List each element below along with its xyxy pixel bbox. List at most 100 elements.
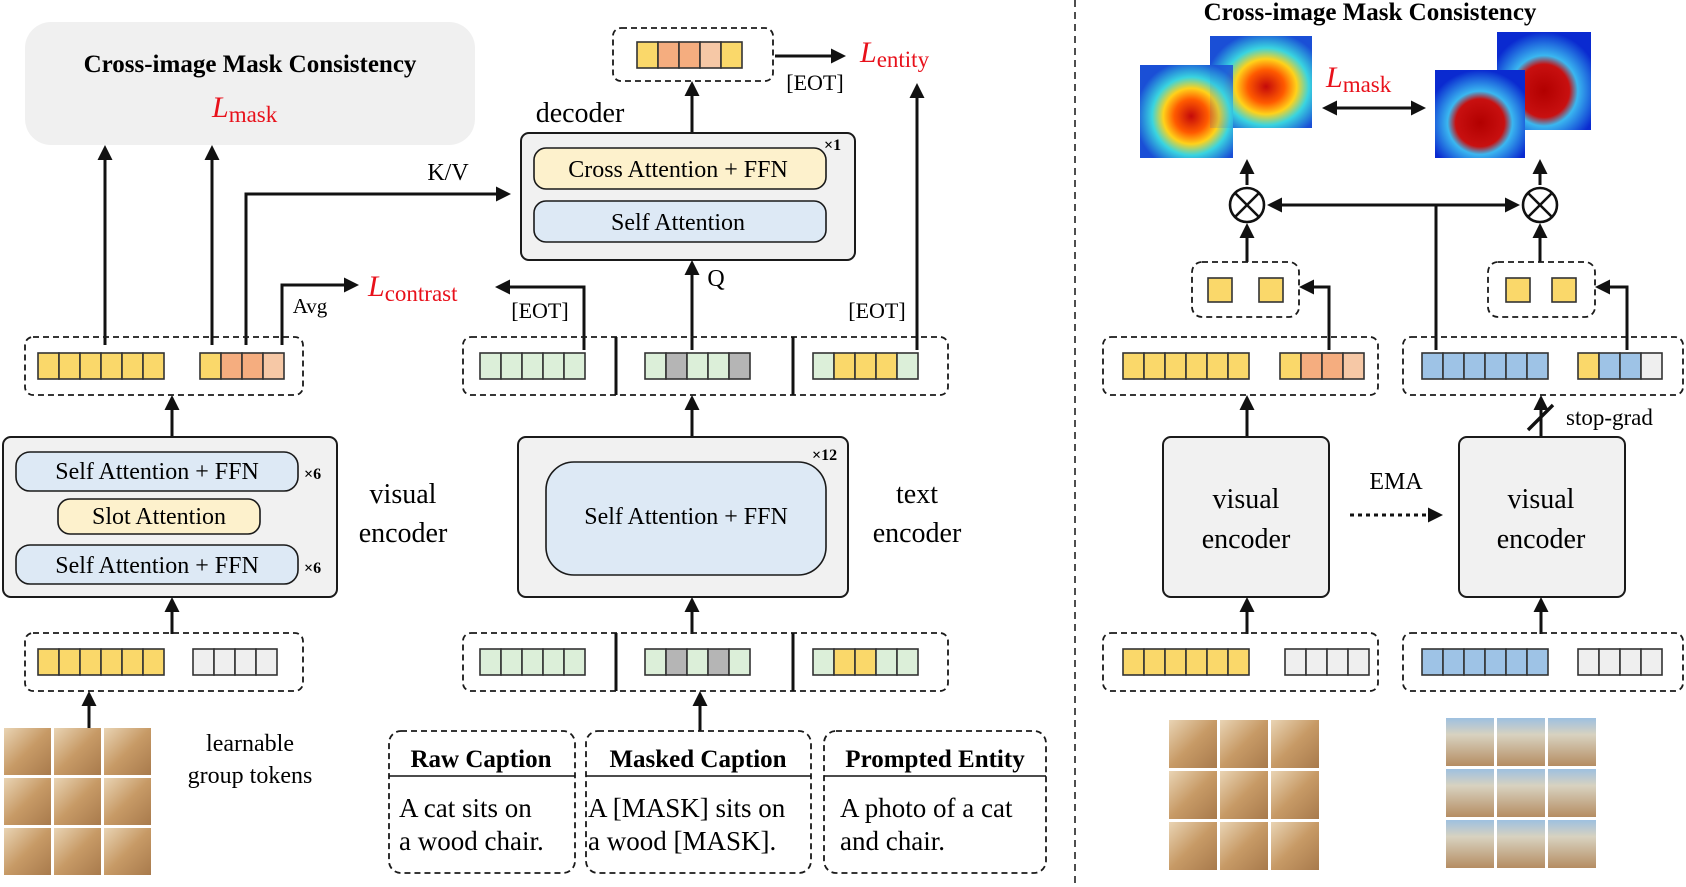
- token: [262, 352, 285, 380]
- image-patch: [1271, 771, 1319, 819]
- token: [644, 352, 667, 380]
- token: [1164, 352, 1187, 380]
- ve-self-attn-top-label: Self Attention + FFN: [55, 459, 259, 485]
- token: [1206, 352, 1229, 380]
- token: [699, 41, 722, 69]
- token: [896, 648, 919, 676]
- token: [563, 648, 586, 676]
- token: [142, 352, 165, 380]
- ve-self-attn-bot: [15, 544, 299, 585]
- caption-prompted-line1: A photo of a cat: [840, 793, 1013, 823]
- visual-encoder-label-1: visual: [370, 479, 437, 510]
- token: [500, 352, 523, 380]
- right-student-input-tokens: [1102, 632, 1379, 692]
- text-input-tokens: [479, 648, 919, 676]
- token: [1342, 352, 1365, 380]
- visual-output-tokens: [37, 352, 285, 380]
- token: [542, 648, 565, 676]
- token: [707, 352, 730, 380]
- token: [542, 352, 565, 380]
- token: [1505, 648, 1528, 676]
- token: [1463, 352, 1486, 380]
- token: [1305, 648, 1328, 676]
- ve-self-attn-top: [15, 451, 299, 492]
- image-patch: [1220, 720, 1268, 768]
- token: [1619, 352, 1642, 380]
- image-patch: [4, 828, 51, 875]
- token: [896, 352, 919, 380]
- right-encoder-right-label-2: encoder: [1497, 524, 1586, 555]
- token: [720, 41, 743, 69]
- avg-label: Avg: [293, 294, 328, 318]
- token: [854, 352, 877, 380]
- token: [875, 648, 898, 676]
- text-encoder-block-label: Self Attention + FFN: [584, 504, 788, 530]
- image-patch: [104, 728, 151, 775]
- image-patch: [1446, 820, 1494, 868]
- token: [1164, 648, 1187, 676]
- token: [79, 352, 102, 380]
- caption-masked-line1: A [MASK] sits on: [588, 793, 786, 823]
- loss-mask-right: Lmask: [1325, 61, 1392, 97]
- visual-input-tokens: [37, 648, 278, 676]
- text-output-tokens: [479, 352, 919, 380]
- image-patch: [104, 778, 151, 825]
- token: [1347, 648, 1370, 676]
- token: [665, 352, 688, 380]
- text-encoder-repeat: ×12: [812, 447, 837, 464]
- decoder-label: decoder: [536, 98, 625, 129]
- decoder-self-attn: [533, 200, 827, 243]
- token: [1326, 648, 1349, 676]
- token: [500, 648, 523, 676]
- token: [100, 648, 123, 676]
- token: [1505, 352, 1528, 380]
- caption-raw-line2: a wood chair.: [399, 826, 544, 856]
- caption-prompted-line2: and chair.: [840, 826, 945, 856]
- token: [100, 352, 123, 380]
- token: [1421, 648, 1444, 676]
- image-patch: [54, 728, 101, 775]
- token: [1227, 648, 1250, 676]
- token: [854, 648, 877, 676]
- token: [1598, 648, 1621, 676]
- image-patch: [4, 778, 51, 825]
- token: [1206, 648, 1229, 676]
- slot-token-l1: [1207, 277, 1233, 303]
- multiply-node-left: [1228, 186, 1266, 224]
- token: [636, 41, 659, 69]
- text-encoder-label-1: text: [896, 479, 938, 510]
- image-patch: [1271, 822, 1319, 870]
- token: [142, 648, 165, 676]
- token: [521, 352, 544, 380]
- text-output-tokens-group: [462, 336, 949, 396]
- token: [812, 352, 835, 380]
- kv-label: K/V: [427, 160, 469, 186]
- right-visual-encoder-student: [1162, 436, 1330, 598]
- image-patch: [1548, 718, 1596, 766]
- token: [479, 648, 502, 676]
- image-patch: [1497, 769, 1545, 817]
- slot-token-r2: [1551, 277, 1577, 303]
- image-patch: [1497, 820, 1545, 868]
- ve-repeat-top: ×6: [304, 466, 321, 483]
- token: [1442, 648, 1465, 676]
- token: [833, 648, 856, 676]
- heatmap-right: [1435, 32, 1591, 158]
- eot-top-label: [EOT]: [786, 70, 843, 95]
- decoder-cross-attn: [533, 147, 827, 190]
- image-patch: [104, 828, 151, 875]
- token: [1619, 648, 1642, 676]
- token: [1526, 352, 1549, 380]
- token: [1227, 352, 1250, 380]
- multiply-node-right: [1521, 186, 1559, 224]
- text-encoder-block: [545, 461, 827, 576]
- image-patch: [54, 828, 101, 875]
- token: [657, 41, 680, 69]
- token: [1143, 648, 1166, 676]
- token: [79, 648, 102, 676]
- mask-consistency-title: Cross-image Mask Consistency: [84, 51, 417, 78]
- token: [1598, 352, 1621, 380]
- image-patch: [1169, 771, 1217, 819]
- token: [686, 648, 709, 676]
- token: [1577, 352, 1600, 380]
